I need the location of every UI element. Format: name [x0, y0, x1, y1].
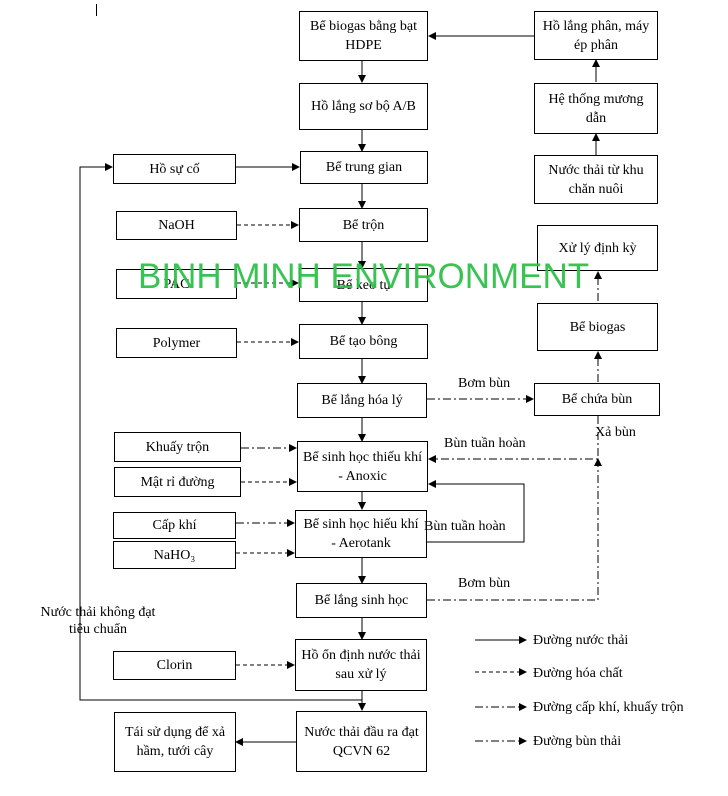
box-nuoc-thai-tu: Nước thải từ khu chăn nuôi [534, 155, 658, 204]
box-mat-ri-duong: Mật rỉ đường [114, 467, 241, 497]
label-bun-tuan-hoan-1: Bùn tuần hoàn [444, 436, 526, 451]
box-nuoc-thai-dau-ra: Nước thải đầu ra đạt QCVN 62 [296, 711, 427, 772]
box-be-trung-gian: Bể trung gian [300, 151, 428, 184]
box-biogas-hdpe: Bể biogas bằng bạt HDPE [299, 11, 428, 61]
box-tai-su-dung: Tái sử dụng để xả hầm, tưới cây [114, 712, 236, 772]
box-pac: PAC [116, 269, 237, 299]
box-cap-khi: Cấp khí [113, 512, 236, 539]
flow-tuanhoan-noi [427, 480, 525, 543]
box-ho-lang-so-bo: Hồ lắng sơ bộ A/B [299, 83, 428, 130]
box-naoh: NaOH [116, 211, 237, 240]
corner-mark [96, 4, 97, 16]
legend-hoa-chat: Đường hóa chất [533, 666, 623, 681]
box-aerotank: Bể sinh học hiếu khí - Aerotank [295, 510, 427, 558]
label-bom-bun-1: Bơm bùn [458, 376, 511, 391]
label-bom-bun-2: Bơm bùn [458, 576, 511, 591]
label-xa-bun: Xả bùn [595, 425, 636, 440]
box-ho-lang-phan: Hồ lắng phân, máy ép phân [534, 11, 658, 60]
sludge-langsinhhoc-to-chuabun [427, 458, 602, 601]
box-xu-ly-dinh-ky: Xử lý định kỳ [537, 225, 658, 271]
watermark: BINH MINH ENVIRONMENT [138, 257, 590, 296]
box-anoxic: Bể sinh học thiếu khí - Anoxic [297, 441, 428, 492]
box-be-lang-sinh-hoc: Bể lắng sinh học [296, 583, 427, 618]
box-polymer: Polymer [116, 328, 237, 358]
flow-khongdat-return [79, 163, 362, 701]
label-nuoc-khong-dat: Nước thải không đạt tiêu chuẩn [40, 605, 156, 637]
box-be-tron: Bể trộn [299, 208, 428, 242]
box-khuay-tron: Khuấy trộn [114, 432, 241, 462]
box-be-lang-hoa-ly: Bể lắng hóa lý [297, 383, 427, 418]
legend-cap-khi: Đường cấp khí, khuấy trộn [533, 700, 684, 715]
box-ho-su-co: Hồ sự cố [113, 154, 236, 184]
box-be-chua-bun: Bể chứa bùn [534, 383, 660, 416]
box-nahco3: NaHO₃ [113, 541, 236, 569]
box-be-tao-bong: Bể tạo bông [299, 324, 428, 359]
box-he-thong-muong: Hệ thống mương dẫn [534, 83, 658, 134]
label-bun-tuan-hoan-2: Bùn tuần hoàn [424, 519, 506, 534]
box-clorin: Clorin [113, 651, 236, 680]
box-be-biogas: Bể biogas [537, 303, 658, 351]
box-be-keo-tu: Bể keo tụ [299, 268, 428, 302]
legend-nuoc-thai: Đường nước thải [533, 633, 629, 648]
legend-bun-thai: Đường bùn thải [533, 734, 622, 749]
box-ho-on-dinh: Hồ ổn định nước thải sau xử lý [295, 639, 427, 691]
